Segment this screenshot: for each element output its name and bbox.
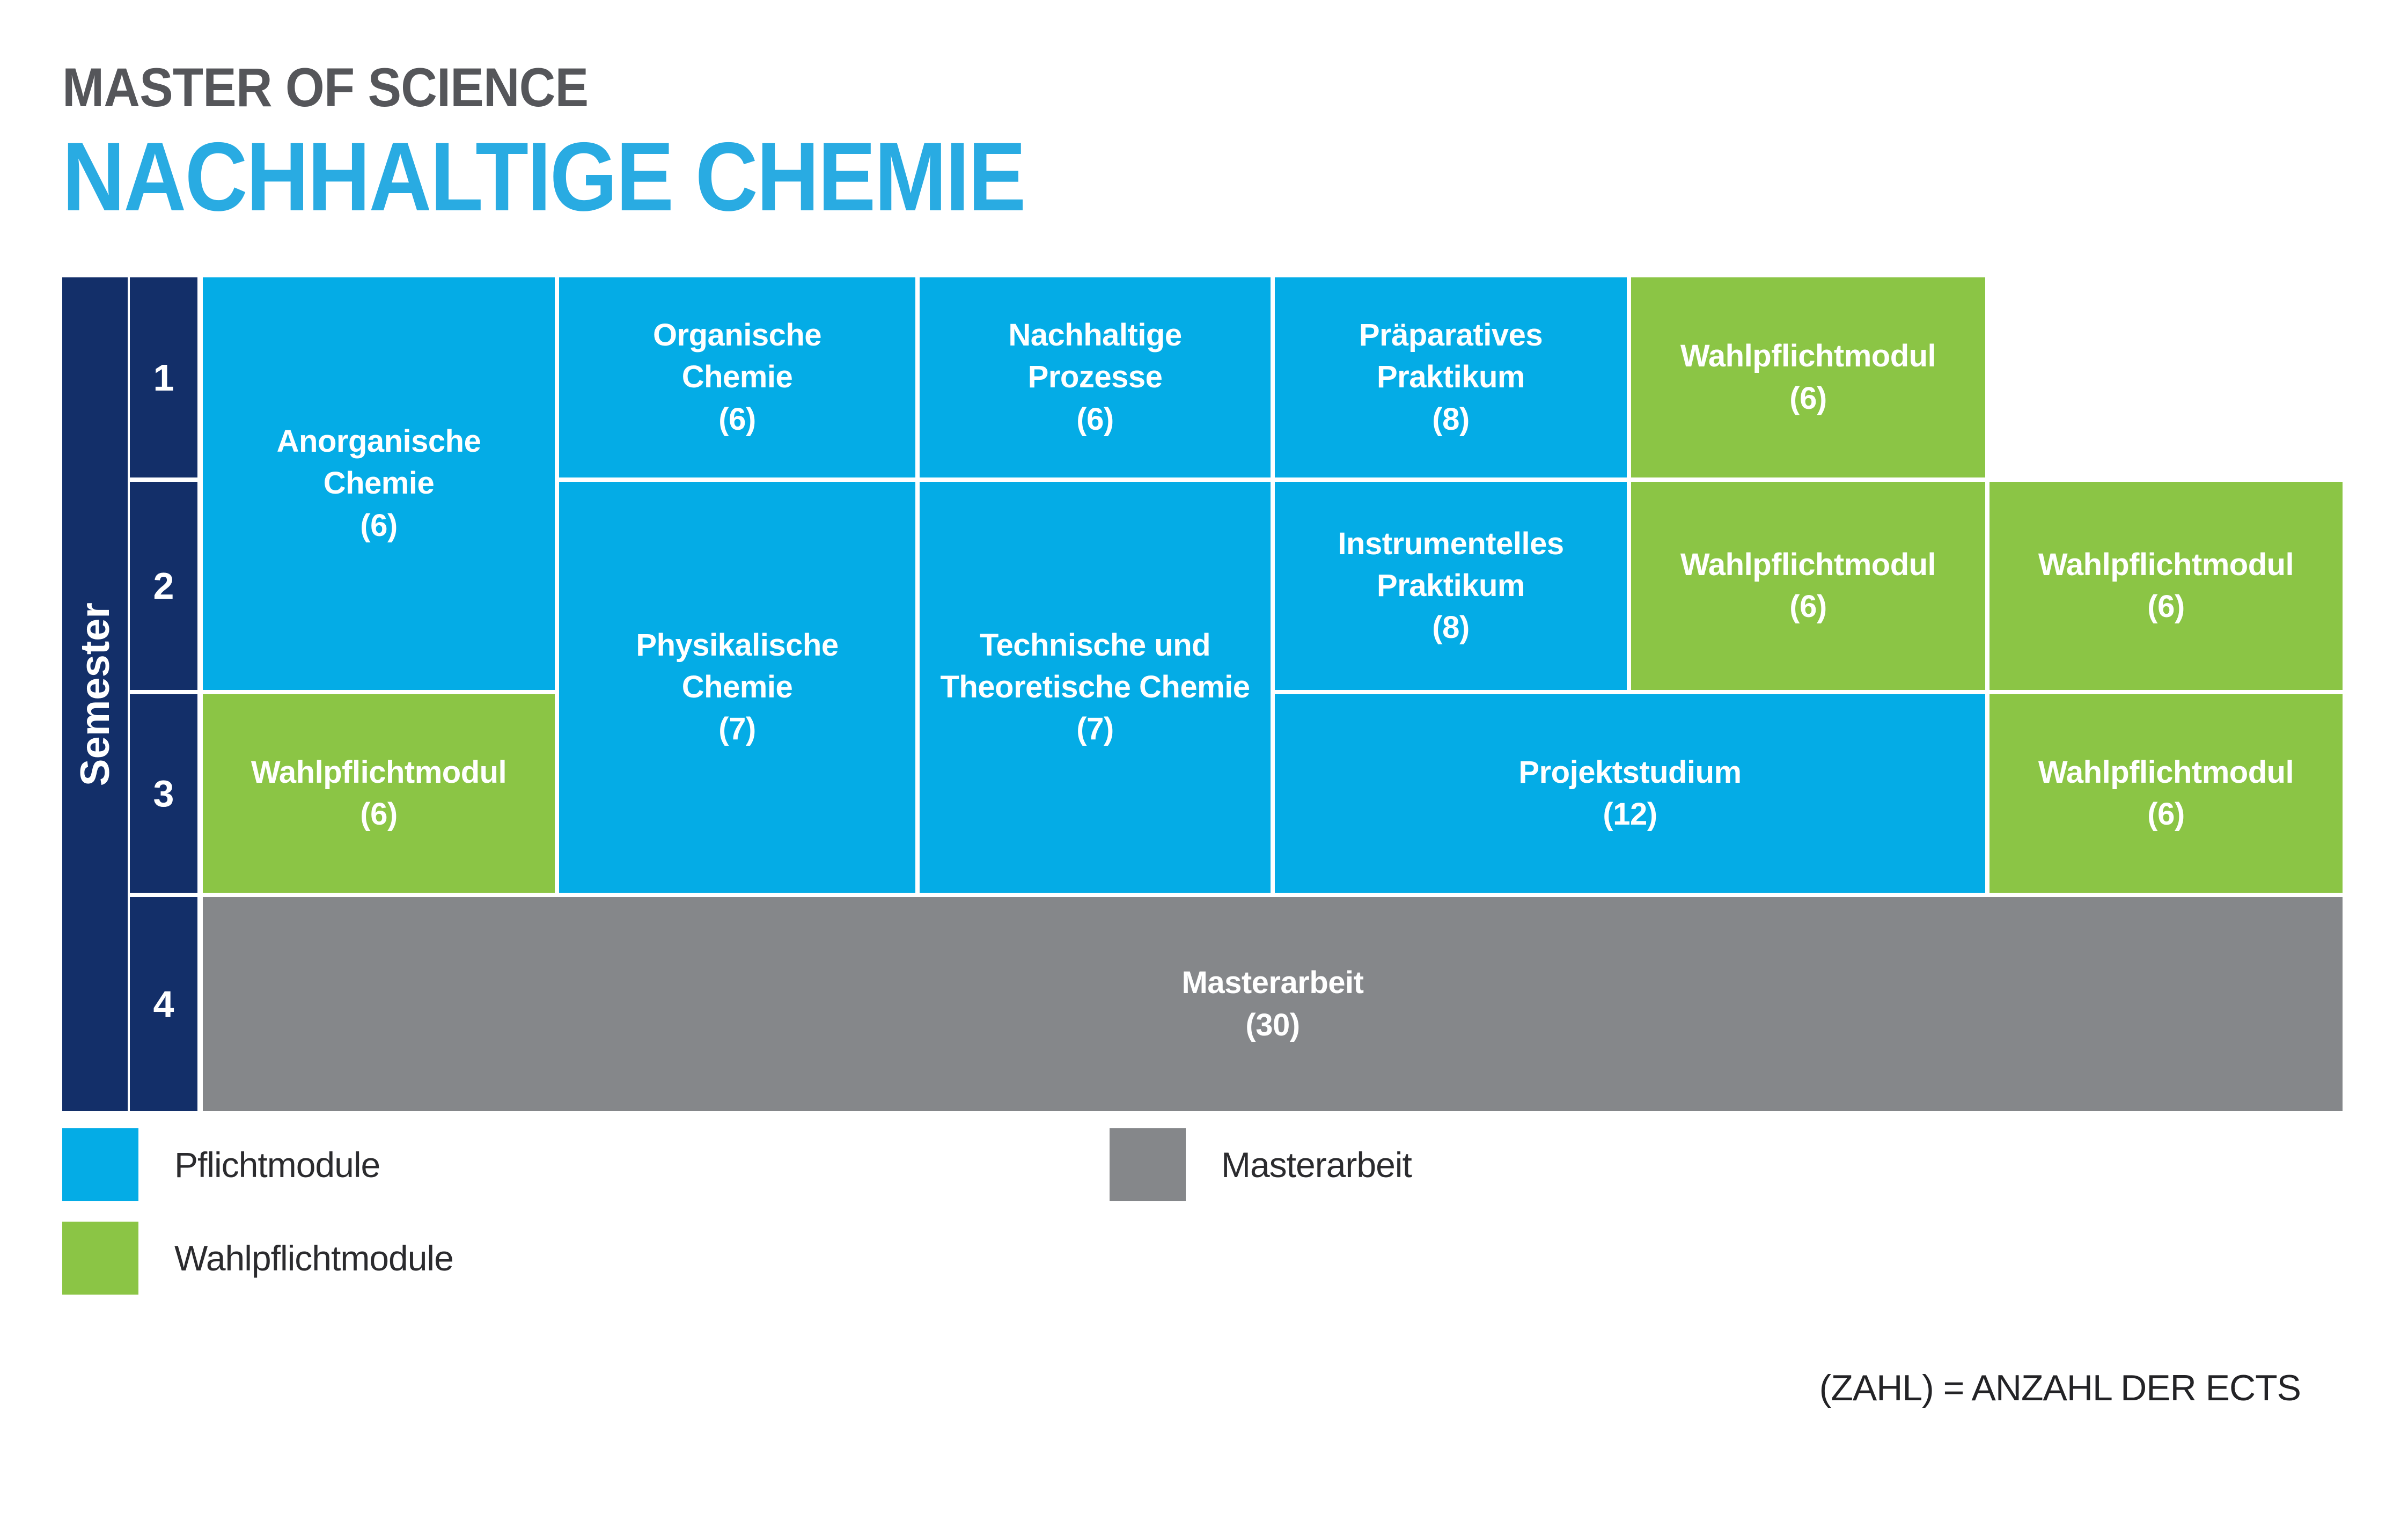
module-projektstudium: Projektstudium (12) [1275,694,1985,893]
module-name: Anorganische Chemie [276,424,481,501]
module-name: Wahlpflichtmodul [1680,339,1936,374]
module-ects: (12) [1603,797,1657,832]
module-wahlpflichtmodul-sem3-rechts: Wahlpflichtmodul (6) [1989,694,2343,893]
ects-footnote: (ZAHL) = ANZAHL DER ECTS [1819,1368,2301,1408]
module-name: Wahlpflichtmodul [2038,547,2294,582]
legend-swatch-pflichtmodule [62,1128,138,1201]
module-ects: (6) [718,401,756,437]
module-praeparatives-praktikum: Präparatives Praktikum (8) [1275,277,1627,477]
module-name: Technische und Theoretische Chemie [940,627,1250,704]
module-name: Wahlpflichtmodul [251,754,507,790]
module-ects: (6) [2147,797,2185,832]
module-masterarbeit: Masterarbeit (30) [203,897,2343,1111]
module-name: Physikalische Chemie [636,627,839,704]
legend-swatch-wahlpflichtmodule [62,1222,138,1295]
module-organische-chemie: Organische Chemie (6) [559,277,915,477]
module-name: Nachhaltige Prozesse [1008,318,1182,395]
semester-axis-label: Semester [72,602,118,787]
module-name: Masterarbeit [1181,965,1364,1001]
module-ects: (7) [1076,711,1114,747]
module-ects: (6) [1789,380,1827,416]
legend-label-pflichtmodule: Pflichtmodule [174,1145,380,1185]
module-name: Organische Chemie [652,318,822,395]
module-ects: (6) [360,797,398,832]
module-ects: (7) [718,711,756,747]
module-physikalische-chemie: Physikalische Chemie (7) [559,482,915,893]
module-ects: (6) [2147,589,2185,624]
module-ects: (6) [360,508,398,543]
module-wahlpflichtmodul-sem2-a: Wahlpflichtmodul (6) [1631,482,1985,690]
semester-number-3: 3 [130,694,197,893]
module-name: Instrumentelles Praktikum [1338,526,1564,603]
module-anorganische-chemie: Anorganische Chemie (6) [203,277,555,690]
legend-label-wahlpflichtmodule: Wahlpflichtmodule [174,1238,454,1278]
program-title: NACHHALTIGE CHEMIE [62,122,1026,231]
module-technische-theoretische-chemie: Technische und Theoretische Chemie (7) [920,482,1271,893]
module-ects: (30) [1245,1007,1300,1042]
module-instrumentelles-praktikum: Instrumentelles Praktikum (8) [1275,482,1627,690]
semester-axis-bar: Semester [62,277,128,1111]
module-wahlpflichtmodul-sem3-links: Wahlpflichtmodul (6) [203,694,555,893]
semester-number-4: 4 [130,897,197,1111]
legend-label-masterarbeit: Masterarbeit [1221,1145,1412,1185]
module-ects: (6) [1076,401,1114,437]
legend-swatch-masterarbeit [1110,1128,1186,1201]
degree-title: MASTER OF SCIENCE [62,57,589,118]
module-wahlpflichtmodul-sem1: Wahlpflichtmodul (6) [1631,277,1985,477]
module-name: Wahlpflichtmodul [1680,547,1936,582]
module-nachhaltige-prozesse: Nachhaltige Prozesse (6) [920,277,1271,477]
module-name: Wahlpflichtmodul [2038,754,2294,790]
module-ects: (6) [1789,589,1827,624]
module-ects: (8) [1432,610,1470,645]
curriculum-grid: Semester 1 2 3 4 Anorganische Chemie (6)… [62,277,2343,1111]
semester-number-2: 2 [130,482,197,690]
module-wahlpflichtmodul-sem2-b: Wahlpflichtmodul (6) [1989,482,2343,690]
semester-number-1: 1 [130,277,197,477]
module-name: Präparatives Praktikum [1359,318,1543,395]
module-name: Projektstudium [1518,754,1742,790]
module-ects: (8) [1432,401,1470,437]
